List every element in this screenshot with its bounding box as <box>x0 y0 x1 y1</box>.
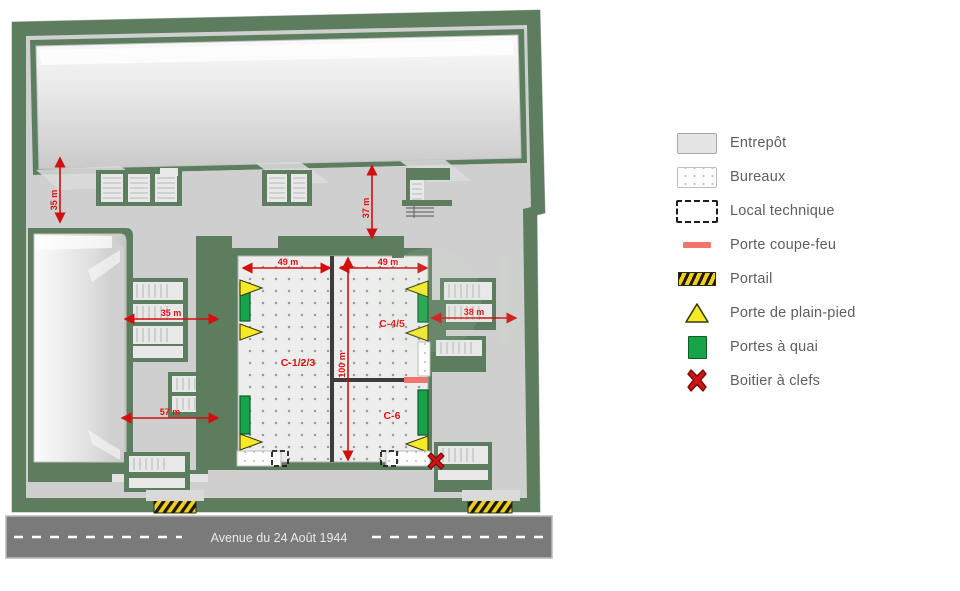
legend-label-porte-coupe-feu: Porte coupe-feu <box>730 236 837 253</box>
parking-bays-north <box>96 168 452 218</box>
dimension-annotations <box>54 156 518 462</box>
watermark <box>378 248 522 352</box>
dim-38m: 38 m <box>464 307 485 317</box>
dim-37m: 37 m <box>361 198 371 219</box>
legend-item-entrepot: Entrepôt <box>676 126 952 160</box>
portail-swatch-icon <box>676 268 718 290</box>
legend-panel: Entrepôt Bureaux Local technique Porte c… <box>676 126 952 398</box>
cell-label-c123: C-1/2/3 <box>281 357 316 369</box>
street-avenue: Avenue du 24 Août 1944 <box>5 515 553 559</box>
cell-label-c6: C-6 <box>384 410 401 422</box>
entrepot-swatch-icon <box>676 132 718 154</box>
boitier-a-clefs-swatch-icon <box>676 369 718 392</box>
legend-item-bureaux: Bureaux <box>676 160 952 194</box>
dimension-labels: 35 m 35 m 57 m 37 m 49 m 49 m 100 m 38 m <box>49 190 484 417</box>
dim-49m-west: 49 m <box>278 257 299 267</box>
dim-49m-east: 49 m <box>378 257 399 267</box>
plain-pied-doors <box>239 279 429 453</box>
legend-label-local-technique: Local technique <box>730 202 835 219</box>
boitier-a-clefs-marker <box>427 452 445 470</box>
local-technique-swatch-icon <box>676 199 718 223</box>
legend-item-porte-plain-pied: Porte de plain-pied <box>676 296 952 330</box>
building-central-warehouse <box>196 236 446 470</box>
dock-doors <box>239 282 429 436</box>
legend-item-portail: Portail <box>676 262 952 296</box>
legend-label-porte-plain-pied: Porte de plain-pied <box>730 304 856 321</box>
legend-label-portes-a-quai: Portes à quai <box>730 338 819 355</box>
building-north-warehouse <box>30 29 527 190</box>
porte-plain-pied-swatch-icon <box>676 302 718 324</box>
cell-label-c45: C-4/5 <box>379 318 405 330</box>
porte-coupe-feu-swatch-icon <box>676 234 718 256</box>
legend-item-local-technique: Local technique <box>676 194 952 228</box>
legend-label-boitier-a-clefs: Boitier à clefs <box>730 372 821 389</box>
legend-label-portail: Portail <box>730 270 773 287</box>
dim-35m-north: 35 m <box>49 190 59 211</box>
legend-label-bureaux: Bureaux <box>730 168 786 185</box>
portail-gates <box>146 490 520 514</box>
dim-100m: 100 m <box>337 352 347 378</box>
site-plan-canvas: C-1/2/3 C-4/5 C-6 <box>5 9 553 559</box>
fire-door <box>404 377 428 383</box>
cell-labels: C-1/2/3 C-4/5 C-6 <box>281 318 405 422</box>
bureaux-swatch-icon <box>676 166 718 188</box>
dim-35m-west: 35 m <box>161 308 182 318</box>
legend-label-entrepot: Entrepôt <box>730 134 787 151</box>
portes-a-quai-swatch-icon <box>676 335 718 359</box>
local-technique-areas <box>271 450 398 467</box>
street-name-label: Avenue du 24 Août 1944 <box>211 531 348 545</box>
dim-57m: 57 m <box>160 407 181 417</box>
legend-item-portes-a-quai: Portes à quai <box>676 330 952 364</box>
legend-item-porte-coupe-feu: Porte coupe-feu <box>676 228 952 262</box>
legend-item-boitier-a-clefs: Boitier à clefs <box>676 364 952 398</box>
